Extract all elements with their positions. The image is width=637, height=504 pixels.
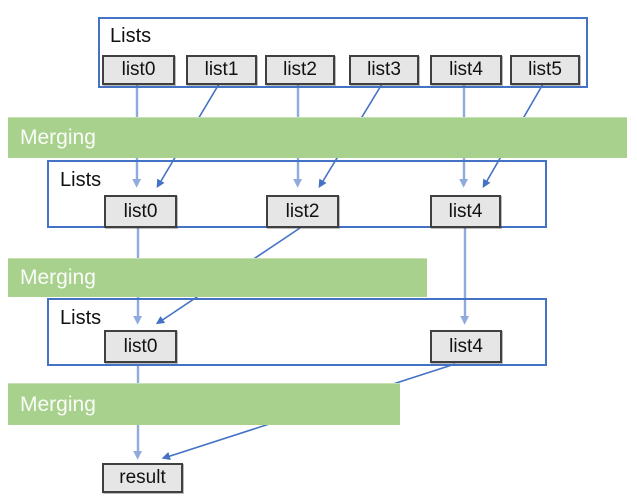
merging-band-2: Merging: [8, 258, 427, 297]
result-box: result: [102, 463, 183, 493]
list-item-stage1-list2: list2: [265, 55, 335, 85]
merging-band-1: Merging: [8, 117, 627, 158]
list-item-stage1-list5: list5: [510, 55, 580, 85]
list-item-stage2-list2: list2: [266, 195, 339, 228]
lists-container-stage1: Lists list0 list1 list2 list3 list4 list…: [98, 17, 588, 88]
list-item-stage3-list4: list4: [430, 330, 502, 363]
list-item-stage1-list0: list0: [102, 55, 175, 85]
list-item-stage2-list4: list4: [430, 195, 501, 228]
list-item-stage1-list1: list1: [186, 55, 257, 85]
lists-label-stage2: Lists: [60, 169, 102, 191]
list-item-stage1-list4: list4: [430, 55, 502, 85]
lists-label-stage3: Lists: [60, 307, 102, 329]
merging-label-2: Merging: [20, 266, 96, 289]
list-item-stage1-list3: list3: [349, 55, 419, 85]
lists-label-stage1: Lists: [110, 25, 152, 47]
list-item-stage2-list0: list0: [104, 195, 177, 228]
merging-band-3: Merging: [8, 383, 400, 425]
lists-container-stage2: Lists list0 list2 list4: [47, 160, 547, 228]
list-item-stage3-list0: list0: [104, 330, 177, 363]
lists-container-stage3: Lists list0 list4: [47, 298, 547, 366]
merging-label-1: Merging: [20, 126, 96, 149]
merging-label-3: Merging: [20, 392, 96, 416]
